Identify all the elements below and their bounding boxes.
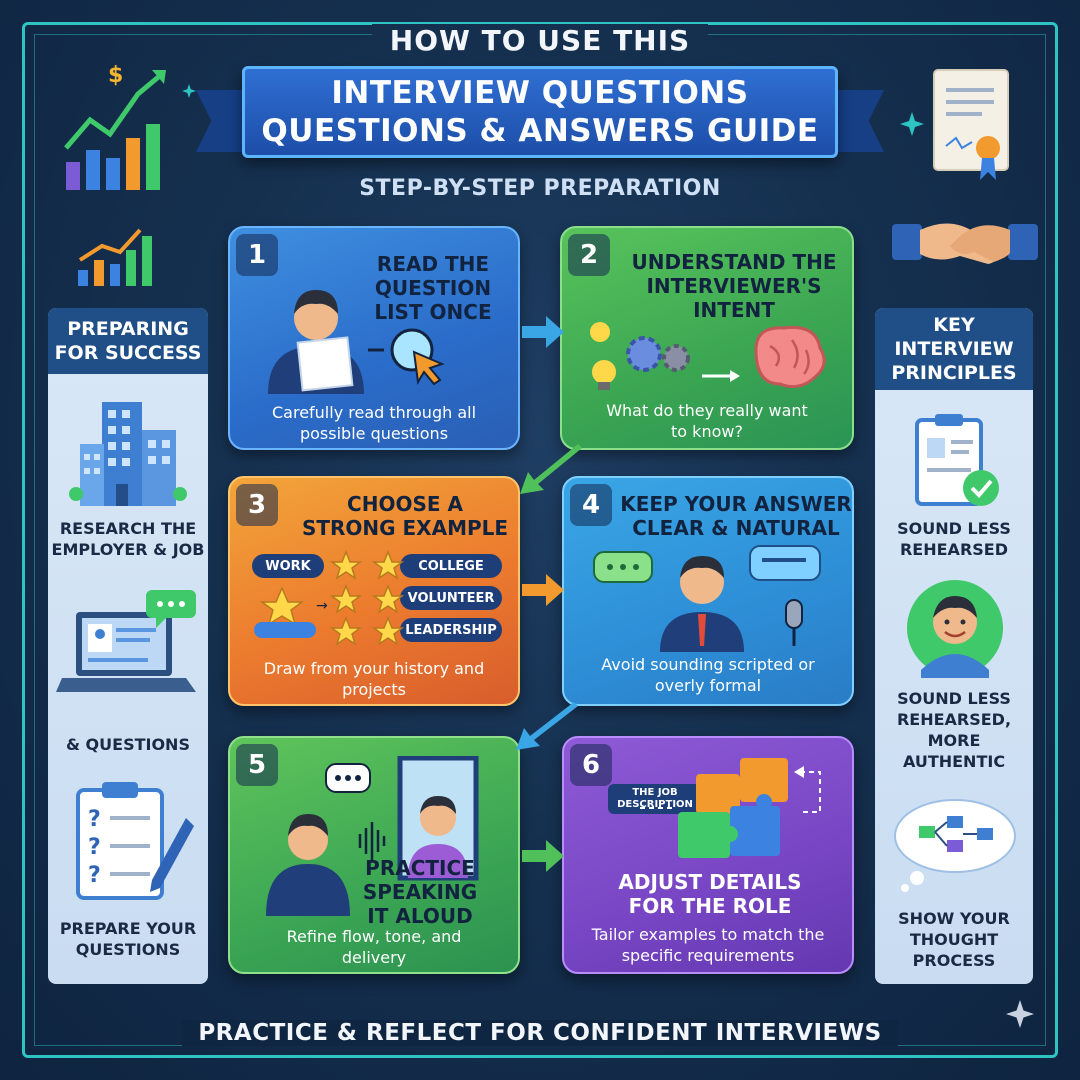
step-4-title: KEEP YOUR ANSWER CLEAR & NATURAL — [620, 492, 852, 540]
tag-volunteer: VOLUNTEER — [400, 586, 502, 610]
reading-person-icon — [254, 264, 454, 394]
step-1-number: 1 — [236, 234, 278, 276]
title-line-1: INTERVIEW QUESTIONS — [331, 75, 749, 111]
step-5-card: 5 PRACTICE SPEAKING IT ALOUD Refine flow… — [228, 736, 520, 974]
smiling-person-icon — [905, 578, 1005, 678]
left-panel-title: PREPARING FOR SUCCESS — [48, 308, 208, 374]
title-banner: INTERVIEW QUESTIONS QUESTIONS & ANSWERS … — [242, 66, 838, 158]
sparkle-icon — [1006, 1000, 1034, 1028]
left-panel: PREPARING FOR SUCCESS RESEARCH THE EMPLO… — [48, 308, 208, 984]
svg-text:?: ? — [88, 835, 101, 860]
arrow-5-to-6 — [520, 836, 566, 876]
step-2-title: UNDERSTAND THE INTERVIEWER'S INTENT — [631, 250, 837, 322]
step-4-number: 4 — [570, 484, 612, 526]
step-3-card: 3 CHOOSE A STRONG EXAMPLE WORK COLLEGE V… — [228, 476, 520, 706]
arrow-2-to-3 — [516, 440, 586, 498]
step-2-card: 2 UNDERSTAND THE INTERVIEWER'S INTENT Wh… — [560, 226, 854, 450]
step-6-card: 6 THE JOB DESCRIPTION ADJUST DETAILS FOR… — [562, 736, 854, 974]
mirror-practice-icon — [256, 756, 506, 916]
step-5-description: Refine flow, tone, and delivery — [286, 927, 462, 967]
header-top-label: HOW TO USE THIS — [0, 24, 1080, 57]
right-panel-title: KEY INTERVIEW PRINCIPLES — [875, 308, 1033, 390]
tag-college: COLLEGE — [400, 554, 502, 578]
step-3-description: Draw from your history and projects — [263, 659, 485, 699]
idea-gears-brain-icon — [580, 320, 840, 400]
step-3-number: 3 — [236, 484, 278, 526]
puzzle-pieces-icon — [640, 752, 840, 868]
tag-work: WORK — [252, 554, 324, 578]
svg-text:?: ? — [88, 863, 101, 888]
sparkle-icon — [182, 84, 196, 98]
step-6-number: 6 — [570, 744, 612, 786]
step-6-description: Tailor examples to match the specific re… — [591, 925, 825, 965]
subtitle: STEP-BY-STEP PREPARATION — [359, 176, 721, 201]
svg-text:$: $ — [108, 63, 123, 88]
right-item-3-label: SHOW YOUR THOUGHT PROCESS — [898, 909, 1010, 970]
right-item-1-label: SOUND LESS REHEARSED — [897, 519, 1011, 559]
step-4-card: 4 KEEP YOUR ANSWER CLEAR & NATURAL Avoid… — [562, 476, 854, 706]
small-growth-chart-icon — [74, 216, 164, 288]
laptop-chat-icon — [56, 588, 200, 708]
tag-leadership: LEADERSHIP — [400, 618, 502, 642]
outer-frame — [22, 22, 1058, 1058]
svg-text:→: → — [316, 598, 328, 614]
footer-tagline: PRACTICE & REFLECT FOR CONFIDENT INTERVI… — [0, 1020, 1080, 1046]
speaking-person-icon — [590, 542, 840, 652]
step-1-title: READ THE QUESTION LIST ONCE — [374, 252, 492, 324]
step-2-number: 2 — [568, 234, 610, 276]
step-1-description: Carefully read through all possible ques… — [271, 403, 477, 443]
handshake-icon — [890, 206, 1040, 286]
office-building-icon — [68, 400, 188, 508]
job-description-tag: THE JOB DESCRIPTION — [608, 784, 702, 814]
step-5-title: PRACTICE SPEAKING IT ALOUD — [362, 856, 478, 928]
step-6-title: ADJUST DETAILS FOR THE ROLE — [618, 870, 802, 918]
left-item-3-label: PREPARE YOUR QUESTIONS — [59, 919, 197, 959]
question-clipboard-icon: ? ? ? — [68, 778, 198, 904]
step-3-title: CHOOSE A STRONG EXAMPLE — [301, 492, 509, 540]
step-2-description: What do they really want to know? — [606, 401, 808, 441]
certificate-icon — [928, 66, 1020, 184]
step-5-number: 5 — [236, 744, 278, 786]
step-1-card: 1 READ THE QUESTION LIST ONCE Carefully … — [228, 226, 520, 450]
stars-icon: → — [248, 550, 408, 650]
checked-clipboard-icon — [909, 412, 1009, 516]
right-panel: KEY INTERVIEW PRINCIPLES SOUND LESS REHE… — [875, 308, 1033, 984]
arrow-4-to-5 — [512, 698, 582, 754]
title-line-2: QUESTIONS & ANSWERS GUIDE — [261, 113, 819, 149]
arrow-1-to-2 — [520, 312, 566, 352]
step-4-description: Avoid sounding scripted or overly formal — [601, 655, 815, 695]
svg-text:?: ? — [88, 807, 101, 832]
arrow-3-to-4 — [520, 570, 566, 610]
growth-chart-icon: $ — [60, 60, 170, 192]
left-item-1-label: RESEARCH THE EMPLOYER & JOB — [51, 519, 205, 559]
sparkle-icon — [900, 112, 924, 136]
thought-bubble-icon — [889, 796, 1019, 892]
right-item-2-label: SOUND LESS REHEARSED, MORE AUTHENTIC — [896, 689, 1012, 771]
left-item-2-label: & QUESTIONS — [66, 735, 190, 754]
